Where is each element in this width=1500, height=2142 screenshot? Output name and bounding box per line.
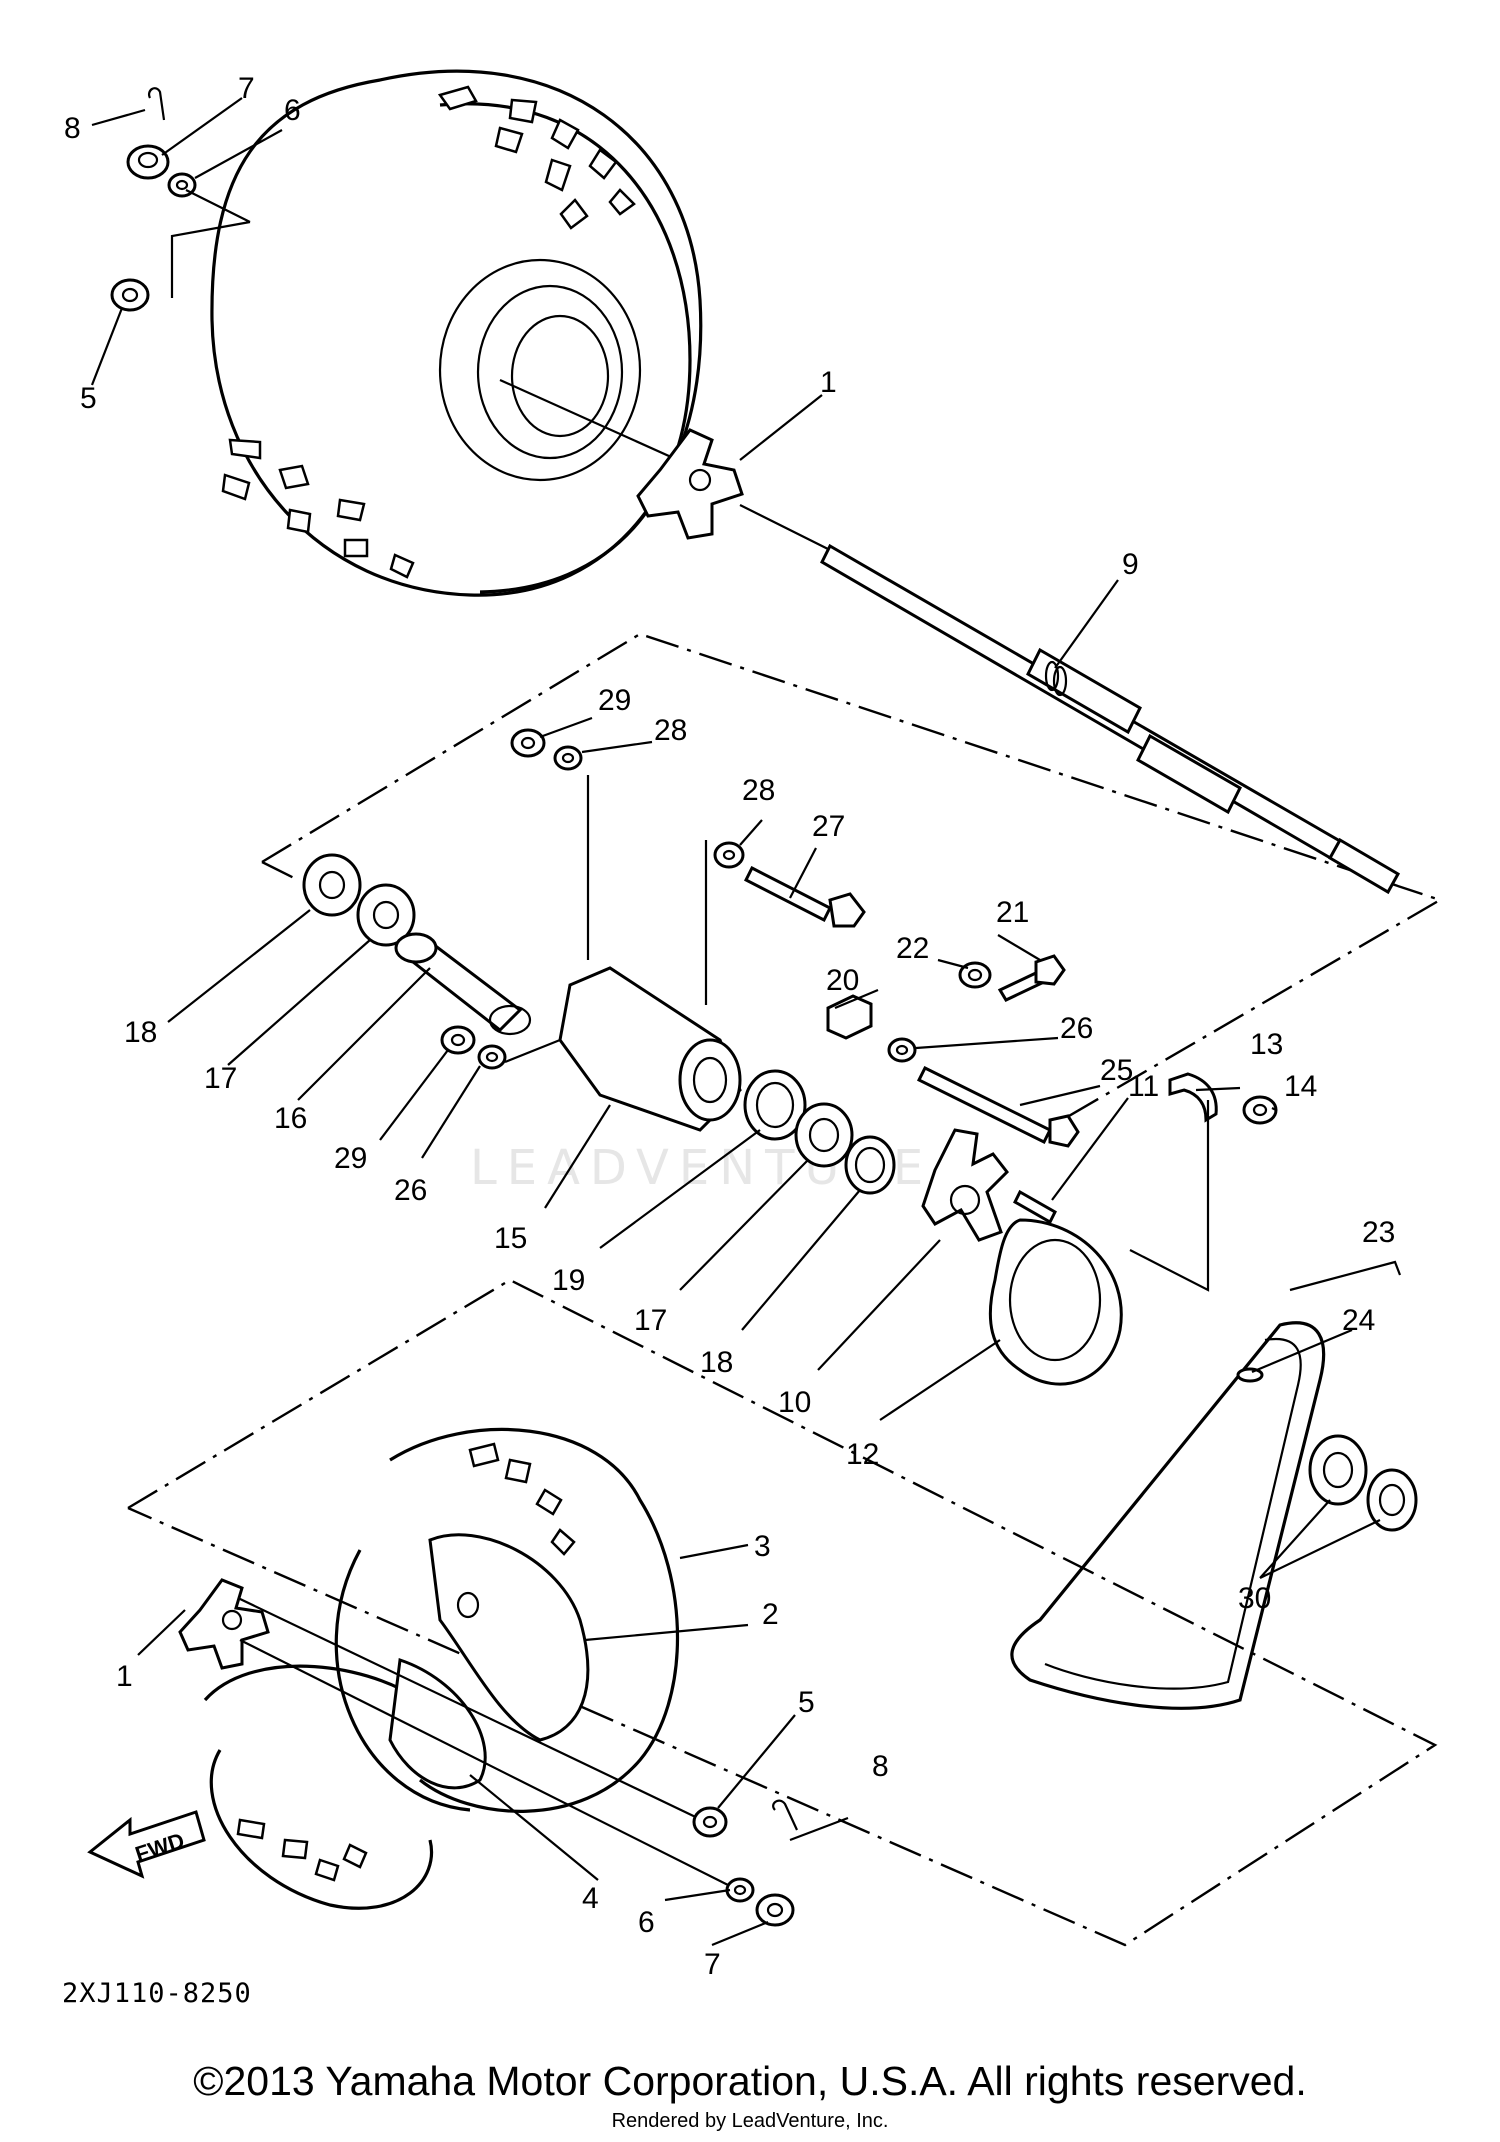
callout-11: 11 [1128,1070,1159,1103]
callout-6-bottom: 6 [638,1906,655,1939]
bolt-25 [916,1065,1080,1148]
bolt-21 [997,954,1066,1002]
callout-5-bottom: 5 [798,1686,815,1719]
nut-left [110,278,150,312]
callout-29-top: 29 [598,684,631,717]
rendered-by-credit: Rendered by LeadVenture, Inc. [611,2110,889,2132]
callout-12: 12 [846,1438,879,1471]
stud-bolt-11 [1013,1189,1057,1225]
callout-1-top: 1 [820,366,837,399]
callout-21: 21 [996,896,1029,929]
callout-19: 19 [552,1264,585,1297]
assembly-frame-middle [261,632,1443,1122]
rim-outer-2 [428,1533,590,1742]
washer-26-left [477,1044,507,1070]
callout-22: 22 [896,932,929,965]
drive-chain-23 [1010,1321,1326,1710]
bearing-18-left [302,853,362,917]
fwd-arrow-icon: FWD [87,1810,206,1879]
nut-29-top [510,728,546,758]
oil-seal-19 [743,1069,807,1141]
callout-23: 23 [1362,1216,1395,1249]
callout-17-left: 17 [204,1062,237,1095]
leader-lines [90,97,1402,1947]
nut-29-left [440,1025,476,1055]
spacer-16 [394,932,532,1036]
callout-30: 30 [1238,1582,1271,1615]
washer-6-bottom [725,1877,755,1903]
callout-9: 9 [1122,548,1139,581]
wheel-hub-bottom-part [178,1578,270,1670]
callout-29-left: 29 [334,1142,367,1175]
nut-5-bottom [692,1806,728,1838]
callout-14: 14 [1284,1070,1317,1103]
tire-tread-icon [221,85,636,579]
callout-28-top: 28 [654,714,687,747]
callout-20: 20 [826,964,859,997]
callout-5-top: 5 [80,382,97,415]
diagram-code: 2XJ110-8250 [62,1978,252,2009]
bearing-30-b [1366,1468,1418,1532]
callout-1-bottom: 1 [116,1660,133,1693]
callout-7-top: 7 [238,72,255,105]
bearing-30-a [1308,1434,1368,1506]
copyright-notice: ©2013 Yamaha Motor Corporation, U.S.A. A… [193,2058,1307,2104]
nut-14 [1242,1095,1278,1125]
washer-28-right [713,841,745,869]
callout-18-left: 18 [124,1016,157,1049]
rim-inner-4 [388,1657,487,1790]
callout-27: 27 [812,810,845,843]
callout-26-right: 26 [1060,1012,1093,1045]
callout-labels: 8 7 6 5 1 9 29 28 28 27 21 22 20 26 25 1… [64,72,1395,1981]
master-link-24 [1236,1367,1264,1383]
callout-15: 15 [494,1222,527,1255]
rear-axle-housing-15 [558,966,742,1132]
callout-8-top: 8 [64,112,81,145]
seal-18-right [844,1135,896,1195]
cotter-pin-8-bottom [772,1799,798,1831]
callout-24: 24 [1342,1304,1375,1337]
sprocket-12 [988,1218,1123,1386]
bottom-tire-part [203,1427,680,1910]
top-tire-part [210,69,703,597]
bearing-17-left [356,883,416,947]
callout-3: 3 [754,1530,771,1563]
rear-axle-part [820,543,1401,895]
callout-6-top: 6 [284,94,301,127]
callout-7-bottom: 7 [704,1948,721,1981]
callout-4: 4 [582,1882,599,1915]
callout-17-right: 17 [634,1304,667,1337]
callout-10: 10 [778,1386,811,1419]
cotter-pin-top [148,87,166,121]
clamp-13 [1168,1072,1218,1123]
tire-tread-icon [236,1442,576,1882]
castle-nut-top [126,144,170,180]
assembly-frame-bottom [127,1278,1438,1947]
bearing-17-right [794,1102,854,1168]
callout-25: 25 [1100,1054,1133,1087]
washer-28-top [553,745,583,771]
callout-2: 2 [762,1598,779,1631]
sprocket-hub-10 [921,1128,1009,1242]
callout-18-right: 18 [700,1346,733,1379]
bolt-27 [743,865,866,928]
washer-26-right [887,1037,917,1063]
callout-8-bottom: 8 [872,1750,889,1783]
callout-28-right: 28 [742,774,775,807]
callout-13: 13 [1250,1028,1283,1061]
wheel-hub-top-part [636,428,744,540]
callout-26-left: 26 [394,1174,427,1207]
castle-nut-7-bottom [755,1893,795,1927]
callout-16: 16 [274,1102,307,1135]
